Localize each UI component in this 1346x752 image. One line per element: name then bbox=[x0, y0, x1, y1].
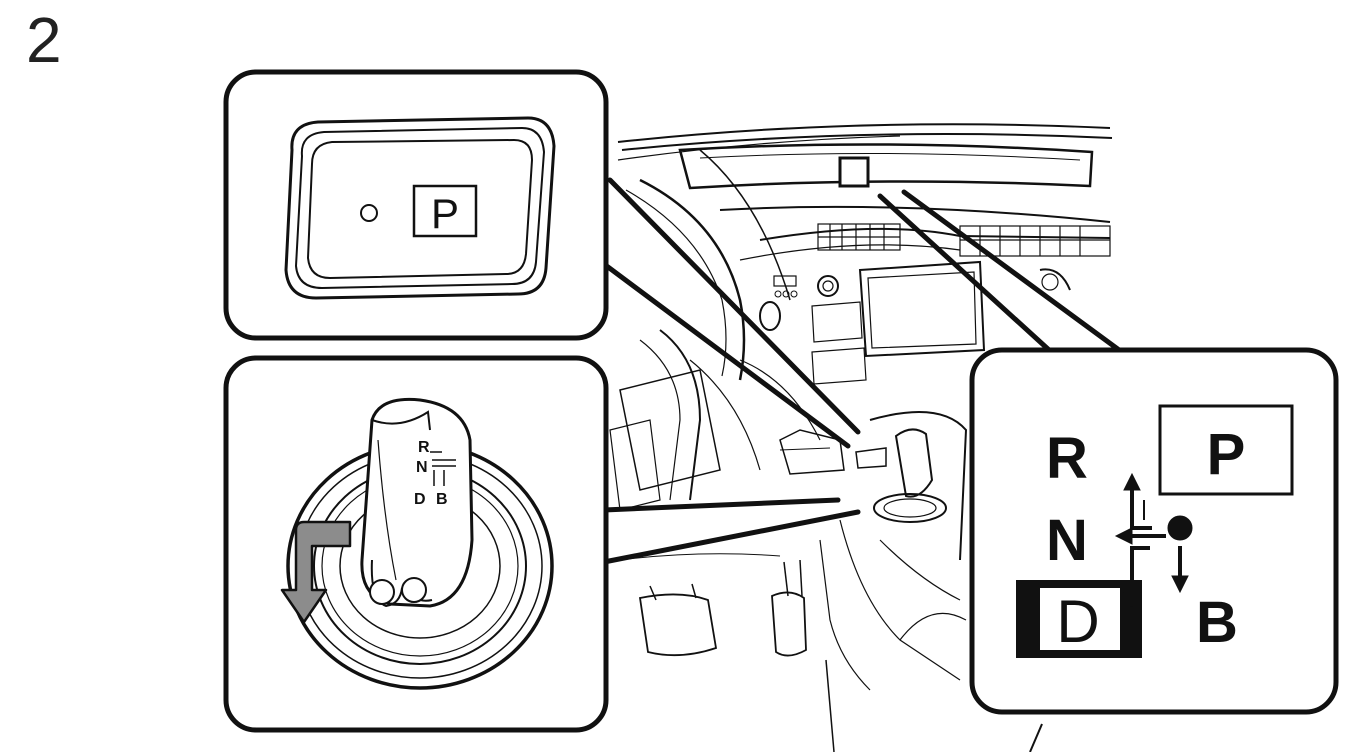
p-button-label: P bbox=[431, 190, 459, 237]
callout-shift-pattern: R P N D B bbox=[969, 347, 1339, 715]
knob-shift-pattern-icon bbox=[430, 451, 456, 486]
shift-arrow-icon bbox=[1114, 472, 1193, 610]
pattern-label-n: N bbox=[1046, 508, 1088, 573]
car-interior-drawing bbox=[609, 123, 1113, 752]
pattern-label-d: D bbox=[1056, 588, 1099, 655]
pattern-label-r: R bbox=[1046, 426, 1088, 491]
indicator-square bbox=[838, 156, 870, 188]
knob-label-n: N bbox=[416, 459, 428, 476]
callout-shift-lever: R N D B bbox=[223, 355, 609, 733]
knob-label-r: R bbox=[418, 439, 430, 456]
knob-label-d: D bbox=[414, 491, 426, 508]
pattern-label-p: P bbox=[1207, 422, 1246, 487]
knob-label-b: B bbox=[436, 491, 448, 508]
leader-lines bbox=[601, 177, 1133, 565]
shift-lever-knob-icon bbox=[360, 397, 474, 608]
pattern-p-box bbox=[1158, 404, 1294, 496]
step-number: 2 bbox=[26, 4, 62, 76]
callout-p-button: P bbox=[223, 69, 609, 341]
rotation-arrow-icon bbox=[280, 520, 352, 624]
pattern-label-b: B bbox=[1196, 590, 1238, 655]
p-position-button-icon bbox=[284, 116, 556, 300]
